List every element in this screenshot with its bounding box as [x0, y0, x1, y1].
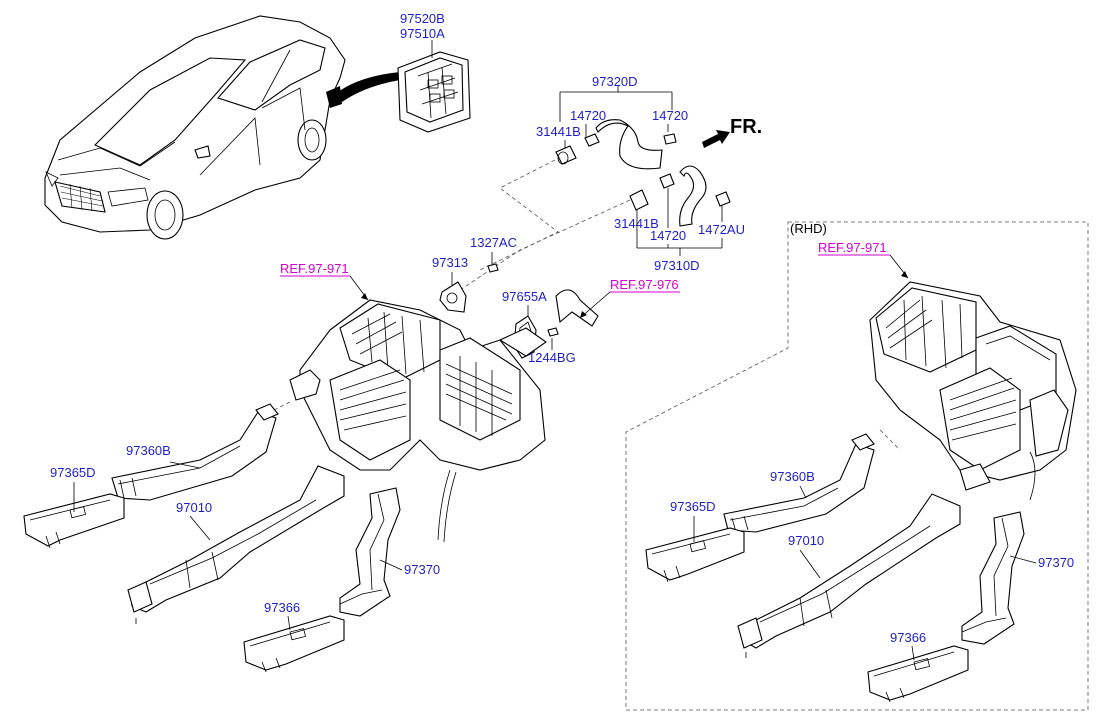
car-illustration: [44, 15, 400, 240]
label-1244BG: 1244BG: [528, 350, 576, 365]
ref-97-976[interactable]: REF.97-976: [610, 277, 679, 292]
duct-97010-rhd: [737, 493, 961, 658]
front-label: FR.: [730, 116, 762, 138]
label-97360B: 97360B: [126, 443, 171, 458]
label-31441B-a: 31441B: [536, 124, 581, 139]
label-97365D: 97365D: [50, 465, 96, 480]
duct-97370: [339, 487, 401, 617]
label-97655A: 97655A: [502, 289, 547, 304]
front-direction-arrow: [702, 130, 730, 148]
label-97365D-rhd: 97365D: [670, 499, 716, 514]
air-filter-97520B: [397, 51, 471, 133]
label-97370: 97370: [404, 562, 440, 577]
label-14720-c: 14720: [650, 228, 686, 243]
label-14720-a: 14720: [570, 108, 606, 123]
hvac-unit-rhd: [869, 281, 1077, 501]
hvac-unit-lhd: [289, 299, 547, 543]
duct-97010: [127, 465, 345, 624]
ref-97-971-rhd[interactable]: REF.97-971: [818, 240, 887, 255]
duct-97366: [243, 615, 345, 673]
duct-97365D: [23, 493, 125, 549]
label-97370-rhd: 97370: [1038, 555, 1074, 570]
label-97310D: 97310D: [654, 258, 700, 273]
label-1472AU: 1472AU: [698, 222, 745, 237]
gasket-97313: [439, 281, 467, 313]
hose-97320D: [555, 119, 677, 170]
label-97510A: 97510A: [400, 26, 445, 41]
label-97360B-rhd: 97360B: [770, 469, 815, 484]
ref-97-971-left[interactable]: REF.97-971: [280, 261, 349, 276]
label-14720-b: 14720: [652, 108, 688, 123]
label-31441B-b: 31441B: [614, 216, 659, 231]
rhd-boundary: [625, 221, 1089, 711]
label-97366: 97366: [264, 600, 300, 615]
hose-97310D: [629, 165, 731, 227]
label-1327AC: 1327AC: [470, 235, 517, 250]
rhd-label: (RHD): [790, 221, 827, 236]
label-97320D: 97320D: [592, 74, 638, 89]
duct-97370-rhd: [961, 511, 1025, 645]
label-97010: 97010: [176, 500, 212, 515]
duct-97365D-rhd: [645, 527, 745, 583]
label-97520B: 97520B: [400, 11, 445, 26]
label-97366-rhd: 97366: [890, 630, 926, 645]
duct-97366-rhd: [867, 645, 969, 703]
label-97313: 97313: [432, 255, 468, 270]
label-97010-rhd: 97010: [788, 533, 824, 548]
